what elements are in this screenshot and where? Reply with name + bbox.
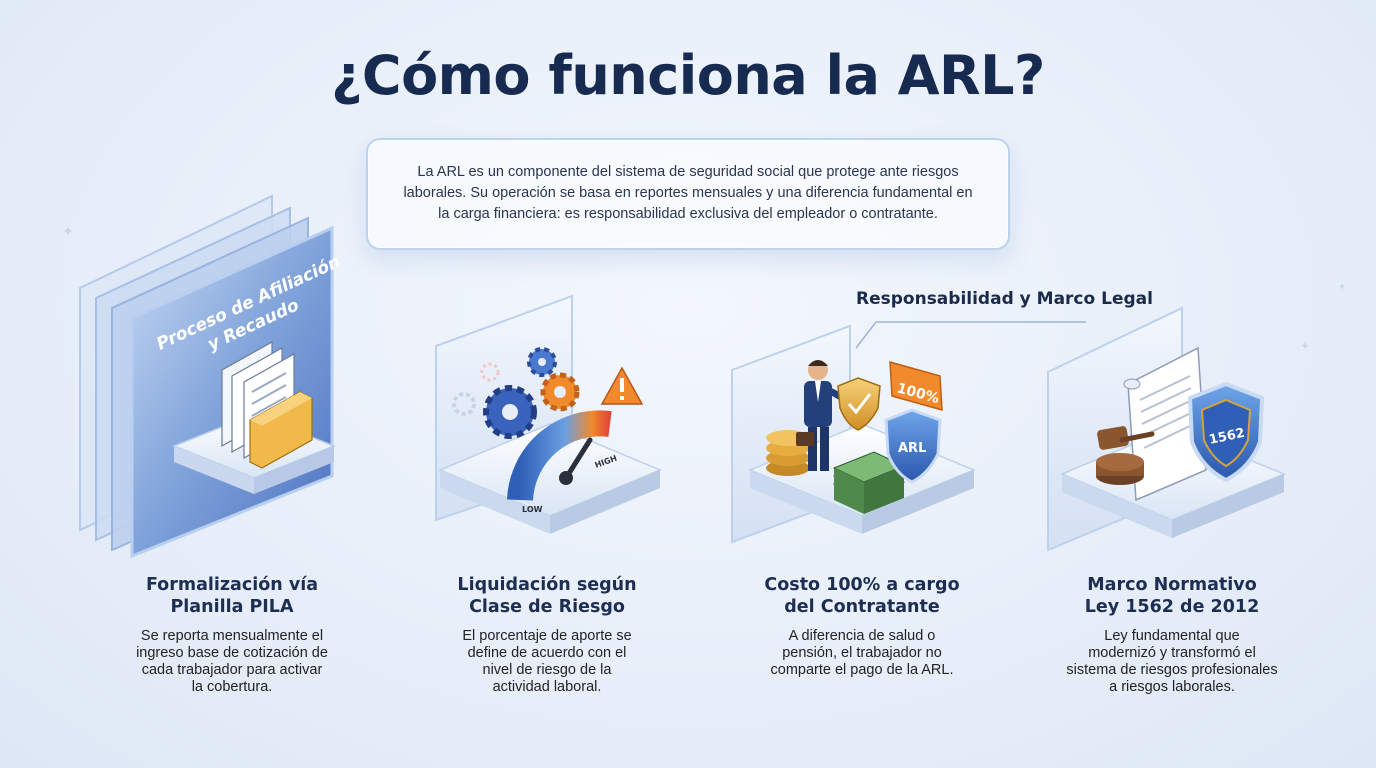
legal-framework-illustration: 1562 [1047, 306, 1286, 552]
warning-icon [600, 366, 644, 405]
card-4-title: Marco Normativo Ley 1562 de 2012 [1084, 575, 1260, 617]
legal-callout: Responsabilidad y Marco Legal [856, 289, 1153, 309]
gauge-low-label: LOW [522, 505, 543, 514]
card-3-title: Costo 100% a cargo del Contratante [764, 575, 960, 617]
arl-shield-icon: ARL [884, 408, 942, 484]
law-shield-text: 1562 [1208, 426, 1247, 448]
gauge-needle [563, 437, 593, 481]
card-1-description: Se reporta mensualmente el ingreso base … [136, 628, 328, 695]
sparkle-icon: ✦ [62, 224, 74, 240]
card-2-title: Liquidación según Clase de Riesgo [457, 575, 637, 617]
arl-shield-text: ARL [898, 441, 926, 456]
gear-icon [527, 347, 557, 377]
card-3-description: A diferencia de salud o pensión, el trab… [770, 628, 954, 678]
page-title: ¿Cómo funciona la ARL? [331, 44, 1045, 107]
document-scroll-icon [1123, 346, 1207, 502]
law-shield-icon: 1562 [1187, 381, 1265, 483]
employer-cost-illustration: 100% ARL [731, 324, 976, 544]
percent-badge: 100% [889, 360, 943, 412]
sparkle-icon: ✦ [1300, 339, 1310, 353]
affiliation-panels-illustration: Proceso de Afiliación y Recaudo [79, 194, 344, 559]
cash-stack-icon [832, 451, 906, 514]
gavel-icon [1096, 426, 1155, 485]
intro-box: La ARL es un componente del sistema de s… [366, 138, 1010, 250]
check-shield-icon [837, 377, 881, 431]
card-2-description: El porcentaje de aporte se define de acu… [462, 628, 632, 695]
gear-icon [540, 372, 580, 412]
card-4-description: Ley fundamental que modernizó y transfor… [1066, 628, 1278, 695]
sparkle-icon: ✦ [1338, 282, 1346, 293]
card-1-title: Formalización vía Planilla PILA [145, 575, 319, 617]
risk-gauge-illustration: LOW HIGH [435, 294, 662, 534]
gear-icon [483, 385, 537, 439]
